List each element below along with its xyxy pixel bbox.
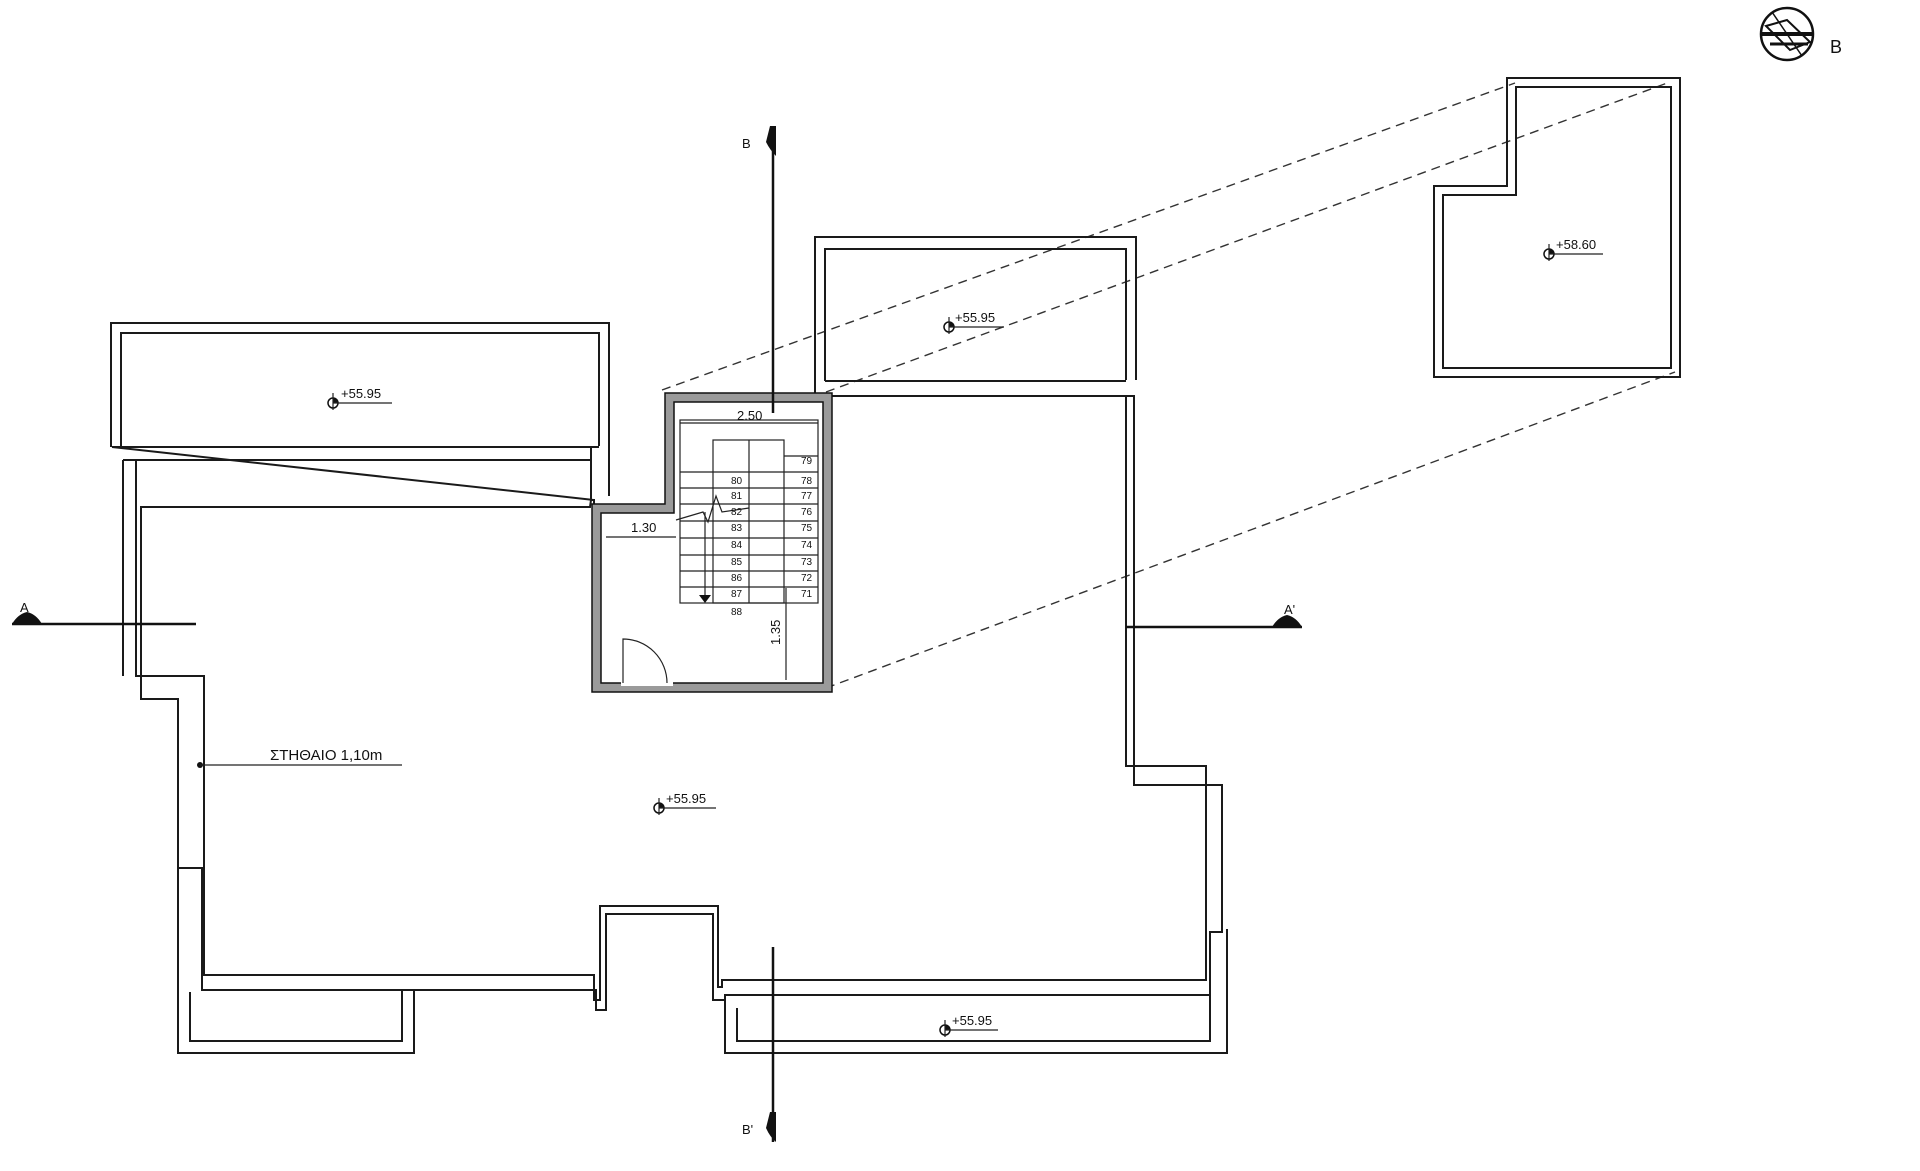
stair-step-right-75: 75	[801, 523, 813, 534]
elevation-marker-bottom	[939, 1020, 998, 1037]
section-a-right-label: A'	[1284, 602, 1295, 617]
stair-step-left-83: 83	[731, 523, 743, 534]
stair-step-left-84: 84	[731, 540, 743, 551]
elevation-bottom-terrace: +55.95	[952, 1013, 992, 1028]
stair-step-left-81: 81	[731, 491, 743, 502]
elevation-upper-roof: +58.60	[1556, 237, 1596, 252]
stair-step-left-88: 88	[731, 607, 743, 618]
stair-step-left-85: 85	[731, 557, 743, 568]
parapet-label: ΣΤΗΘΑΙΟ 1,10m	[270, 747, 382, 764]
stair-step-right-78: 78	[801, 476, 813, 487]
section-a-left-label: A	[20, 600, 29, 615]
stair-width-dimension: 2.50	[737, 408, 762, 423]
elevation-top-middle: +55.95	[955, 310, 995, 325]
parapet-leader	[197, 762, 402, 768]
compass-label: B	[1830, 37, 1842, 57]
stair-step-right-76: 76	[801, 507, 813, 518]
section-b-bottom-label: B'	[742, 1122, 753, 1137]
terrace-top-middle	[814, 236, 1137, 395]
section-line-a	[12, 612, 1302, 629]
landing-depth-dimension: 1.35	[768, 620, 783, 645]
stair-step-right-71: 71	[801, 589, 813, 600]
elevation-marker-upper-roof	[1543, 244, 1603, 261]
elevation-marker-top-left	[327, 393, 392, 410]
stair-step-right-79: 79	[801, 456, 813, 467]
stair-step-right-74: 74	[801, 540, 813, 551]
stair-step-left-86: 86	[731, 573, 743, 584]
section-b-top-label: B	[742, 136, 751, 151]
compass-icon	[1759, 6, 1815, 62]
stair-core	[591, 392, 833, 693]
elevation-top-left: +55.95	[341, 386, 381, 401]
stair-treads	[680, 455, 818, 588]
stair-step-right-73: 73	[801, 557, 813, 568]
stair-step-right-77: 77	[801, 491, 813, 502]
stair-step-labels: 80 81 82 83 84 85 86 87 88 79 78 77 76 75 74 73 72 71	[731, 456, 813, 618]
stair-step-left-80: 80	[731, 476, 743, 487]
section-line-b	[766, 126, 776, 1142]
stair-step-right-72: 72	[801, 573, 813, 584]
stair-step-left-87: 87	[731, 589, 743, 600]
elevation-marker-main-roof	[653, 798, 716, 815]
elevation-main-roof: +55.95	[666, 791, 706, 806]
terrace-bottom-left	[177, 868, 415, 1054]
terrace-top-left	[110, 322, 610, 496]
terrace-bottom-right	[724, 929, 1228, 1054]
elevation-marker-top-middle	[943, 317, 1004, 334]
upper-roof	[1433, 77, 1681, 378]
stair-step-left-82: 82	[731, 507, 743, 518]
landing-width-dimension: 1.30	[631, 520, 656, 535]
projection-lines	[661, 81, 1676, 689]
